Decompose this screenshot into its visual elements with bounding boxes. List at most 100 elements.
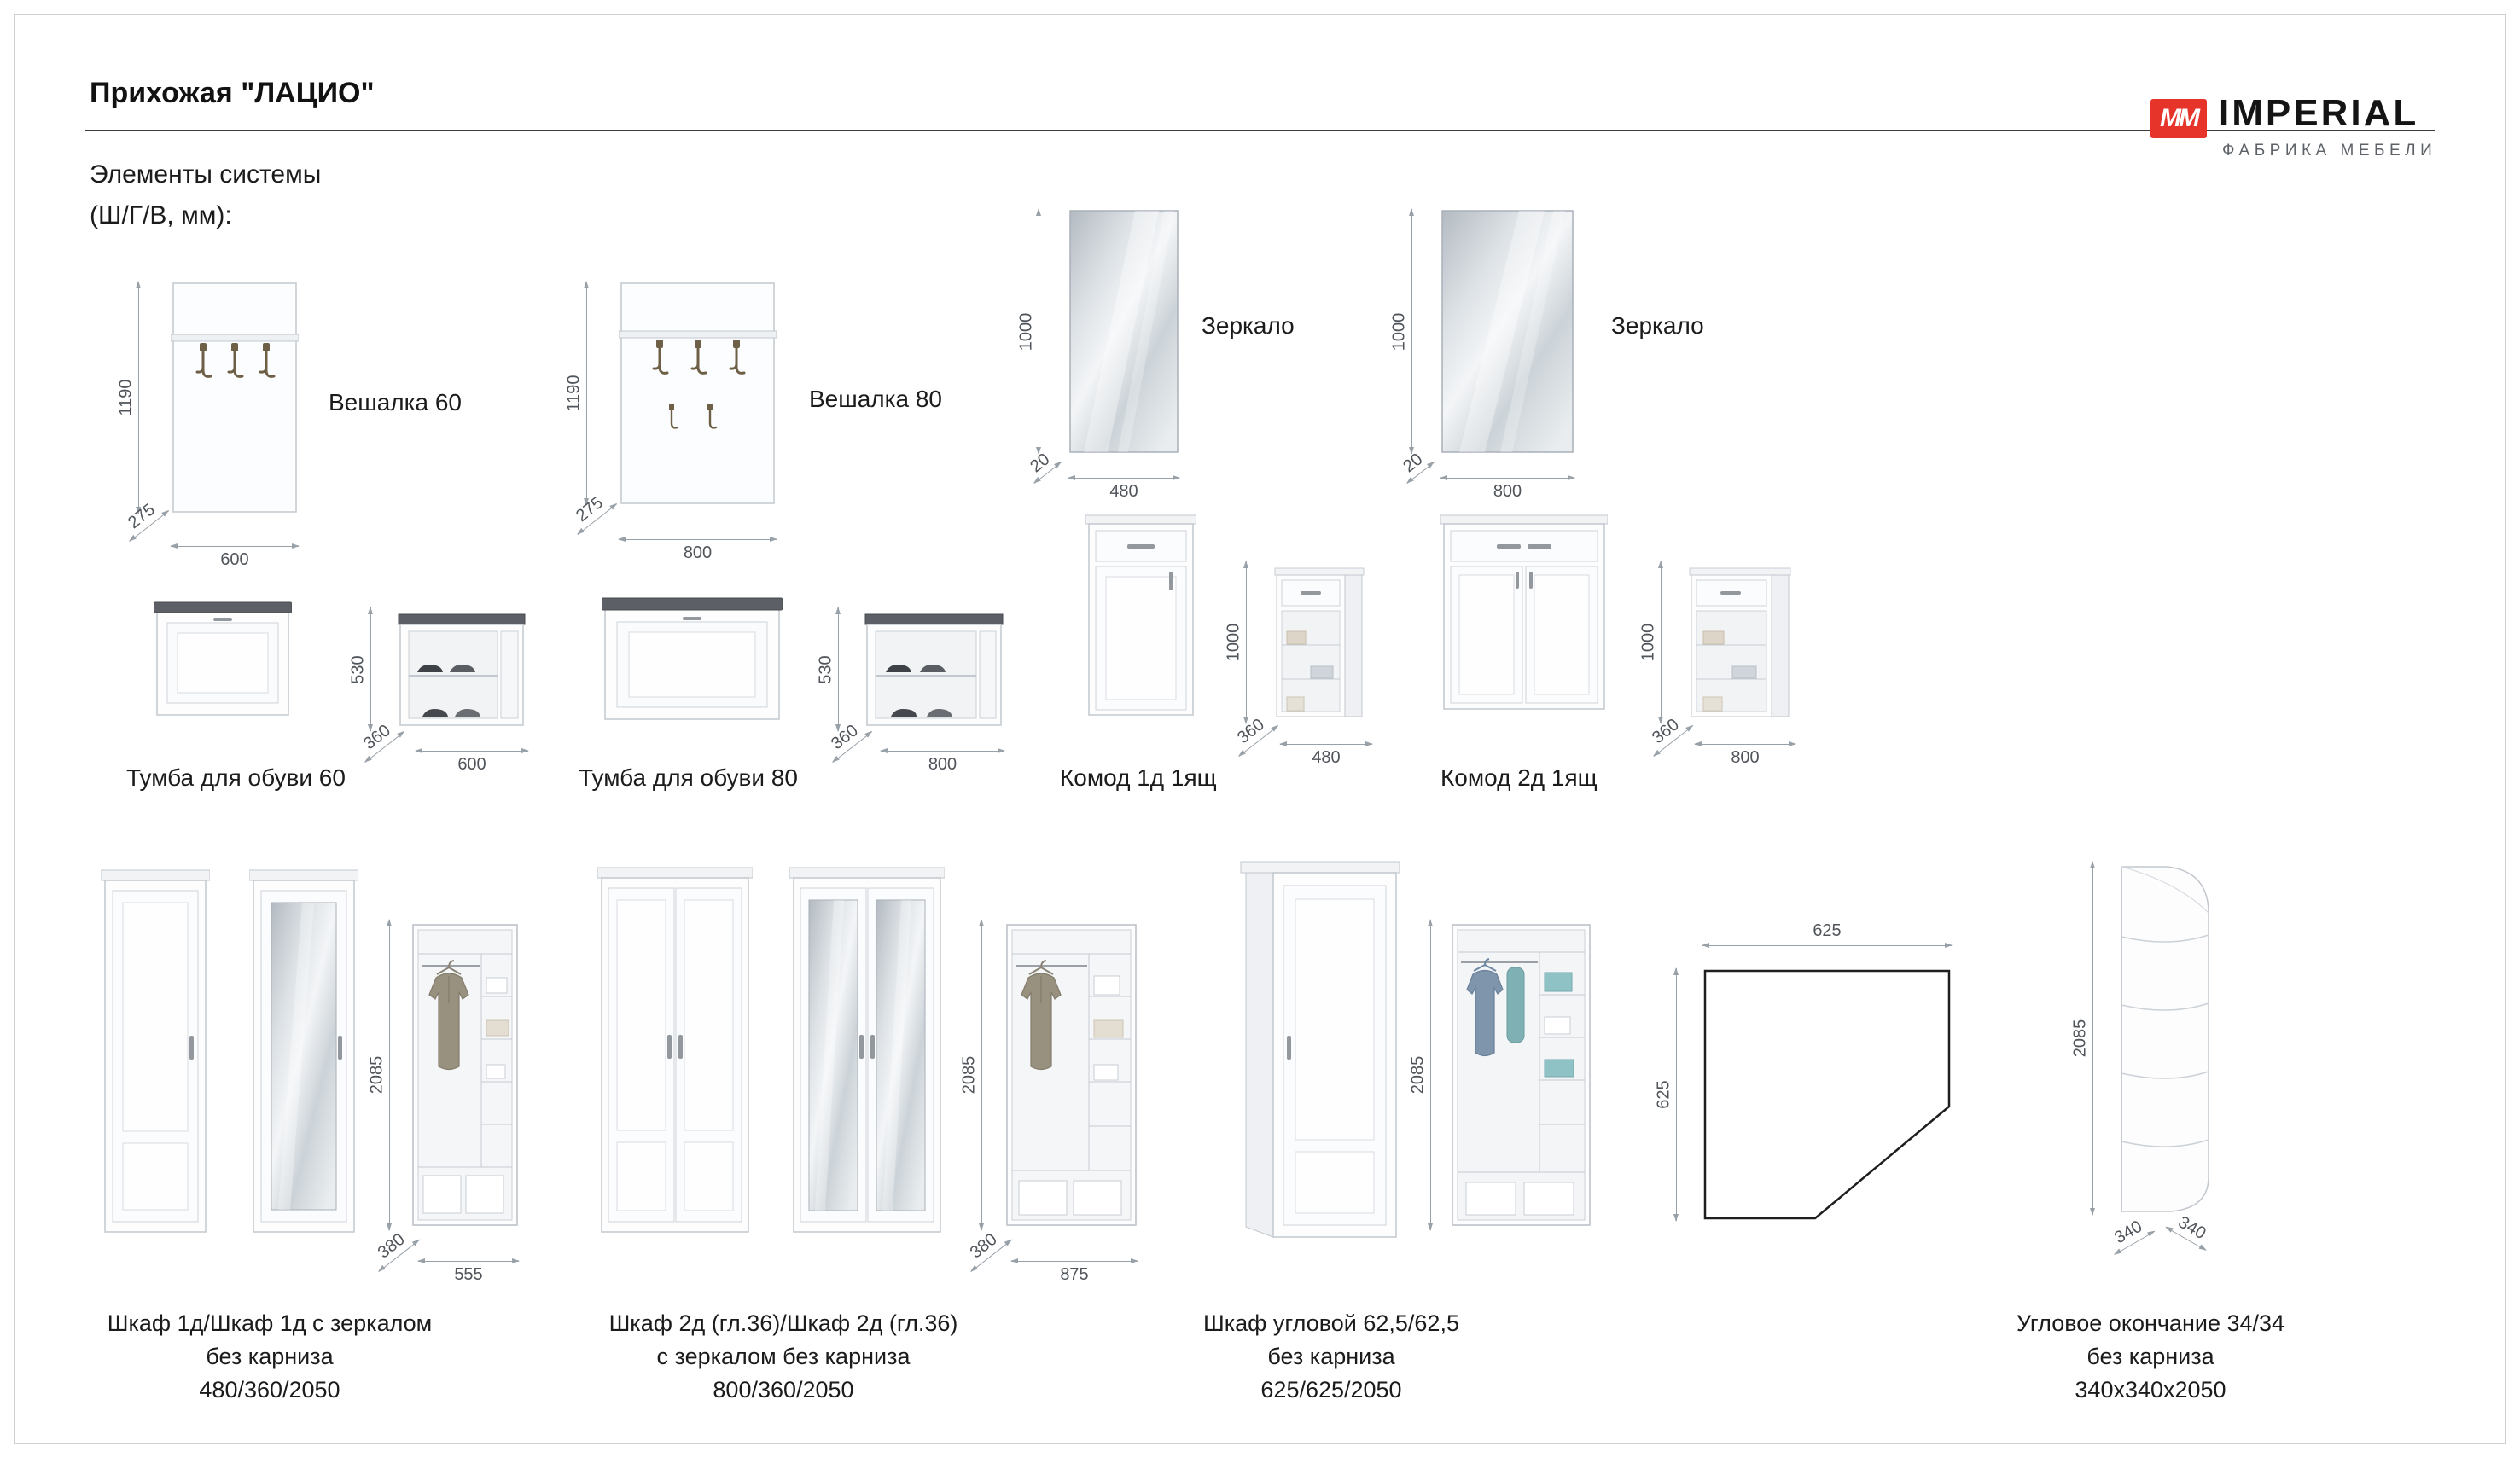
shkaf-1d-open-drawing (411, 920, 519, 1230)
header-rule (85, 130, 2435, 131)
brand-tagline: ФАБРИКА МЕБЕЛИ (2222, 142, 2437, 160)
dim-label: 625 (1654, 1080, 1673, 1109)
shkaf-2d-mirror-drawing (789, 866, 945, 1237)
dim-depth-right: 340 (2165, 1213, 2209, 1251)
imperial-logo-icon: MM (2150, 99, 2207, 138)
dim-label: 340 (2111, 1217, 2146, 1248)
shkaf-uglovoy-caption: Шкаф угловой 62,5/62,5 без карниза 625/6… (1135, 1307, 1528, 1407)
dim-depth: 20 (1027, 450, 1062, 484)
shkaf-1d-drawing (101, 868, 210, 1237)
page-title: Прихожая "ЛАЦИО" (90, 77, 375, 109)
tumba-60-open-drawing (397, 607, 527, 731)
dim-depth: 20 (1400, 450, 1435, 484)
shkaf-1d-mirror-drawing (249, 868, 358, 1237)
veshalka-60-drawing (171, 282, 299, 514)
caption-line3: 340x340x2050 (2075, 1377, 2226, 1403)
dim-height: 530 (817, 607, 841, 732)
dim-label: 380 (374, 1229, 409, 1263)
dim-height: 1000 (1390, 208, 1414, 455)
zerkalo-480-label: Зеркало (1202, 312, 1295, 339)
uglovoe-okonchanie-caption: Угловое окончание 34/34 без карниза 340x… (1958, 1307, 2342, 1407)
dim-width: 800 (1440, 475, 1575, 501)
dim-width: 800 (880, 748, 1005, 774)
dim-height: 1000 (1225, 561, 1248, 724)
dim-label: 360 (360, 721, 394, 754)
dim-height: 2085 (1409, 919, 1433, 1231)
dim-depth: 275 (125, 500, 170, 542)
caption-line1: Шкаф 1д/Шкаф 1д с зеркалом (107, 1310, 433, 1336)
veshalka-80-drawing (619, 282, 777, 505)
tumba-80-open-drawing (864, 607, 1004, 731)
brand-logo: MM IMPERIAL ФАБРИКА МЕБЕЛИ (2150, 90, 2458, 169)
dim-label: 800 (1731, 748, 1760, 767)
shkaf-uglovoy-open-drawing (1451, 920, 1592, 1230)
veshalka-60-label: Вешалка 60 (329, 389, 462, 415)
dim-depth: 380 (967, 1230, 1012, 1272)
dim-label: 480 (1312, 748, 1341, 767)
dim-label: 625 (1813, 921, 1842, 940)
veshalka-80-label: Вешалка 80 (809, 386, 942, 412)
dim-label: 1000 (1016, 312, 1036, 351)
dim-label: 275 (573, 493, 607, 526)
dim-plan-width: 625 (1702, 921, 1953, 948)
brand-name: IMPERIAL (2219, 92, 2419, 134)
dim-label: 800 (1493, 482, 1522, 501)
tumba-60-front-drawing (154, 597, 292, 718)
shkaf-uglovoy-plan-drawing (1702, 968, 1952, 1221)
dim-label: 600 (220, 550, 249, 569)
dim-label: 2085 (1408, 1055, 1428, 1095)
dim-label: 2085 (367, 1055, 387, 1095)
dim-label: 1000 (1224, 623, 1243, 662)
dim-label: 530 (816, 654, 835, 684)
dim-label: 2085 (2070, 1019, 2090, 1058)
dim-label: 20 (1400, 450, 1427, 477)
dim-label: 1000 (1389, 312, 1409, 351)
dim-depth: 275 (573, 493, 618, 535)
dim-depth-left: 340 (2111, 1217, 2156, 1255)
caption-line3: 480/360/2050 (199, 1377, 340, 1403)
tumba-80-label: Тумба для обуви 80 (579, 764, 798, 791)
dim-depth: 380 (375, 1230, 420, 1272)
komod-1d-label: Комод 1д 1ящ (1060, 764, 1217, 791)
dim-height: 1190 (565, 281, 589, 506)
dim-height: 1000 (1639, 561, 1663, 724)
dim-depth: 360 (360, 721, 405, 763)
dim-width: 600 (415, 748, 529, 774)
komod-2d-open-drawing (1688, 561, 1792, 722)
dim-label: 380 (966, 1229, 1001, 1263)
dim-label: 360 (828, 721, 862, 754)
komod-2d-label: Комод 2д 1ящ (1440, 764, 1598, 791)
komod-2d-front-drawing (1440, 512, 1608, 712)
subtitle-line2: (Ш/Г/В, мм): (90, 201, 232, 229)
dim-label: 875 (1060, 1265, 1089, 1284)
caption-line1: Шкаф 2д (гл.36)/Шкаф 2д (гл.36) (608, 1310, 958, 1336)
dim-label: 360 (1649, 715, 1683, 748)
dim-width: 800 (618, 537, 777, 562)
dim-width: 800 (1694, 741, 1796, 767)
dim-depth: 360 (1234, 715, 1279, 757)
caption-line1: Угловое окончание 34/34 (2016, 1310, 2285, 1336)
dim-height: 530 (349, 607, 373, 732)
dim-width: 555 (417, 1258, 520, 1284)
shkaf-1d-caption: Шкаф 1д/Шкаф 1д с зеркалом без карниза 4… (51, 1307, 488, 1407)
dim-label: 1190 (116, 379, 136, 416)
caption-line2: с зеркалом без карниза (656, 1344, 911, 1369)
dim-label: 800 (928, 755, 957, 774)
dim-label: 600 (457, 755, 486, 774)
dim-label: 480 (1109, 482, 1138, 501)
shkaf-2d-caption: Шкаф 2д (гл.36)/Шкаф 2д (гл.36) с зеркал… (553, 1307, 1014, 1407)
dim-label: 2085 (959, 1055, 979, 1095)
dim-label: 360 (1234, 715, 1268, 748)
komod-1d-open-drawing (1273, 561, 1365, 722)
subtitle-line1: Элементы системы (90, 160, 322, 189)
dim-height: 2085 (960, 919, 984, 1231)
shkaf-2d-drawing (597, 866, 753, 1237)
dim-label: 1000 (1638, 623, 1658, 662)
dim-width: 480 (1279, 741, 1373, 767)
zerkalo-800-label: Зеркало (1611, 312, 1704, 339)
caption-line3: 625/625/2050 (1260, 1377, 1402, 1403)
caption-line2: без карниза (206, 1344, 334, 1369)
komod-1d-front-drawing (1085, 512, 1196, 718)
caption-line2: без карниза (2086, 1344, 2214, 1369)
